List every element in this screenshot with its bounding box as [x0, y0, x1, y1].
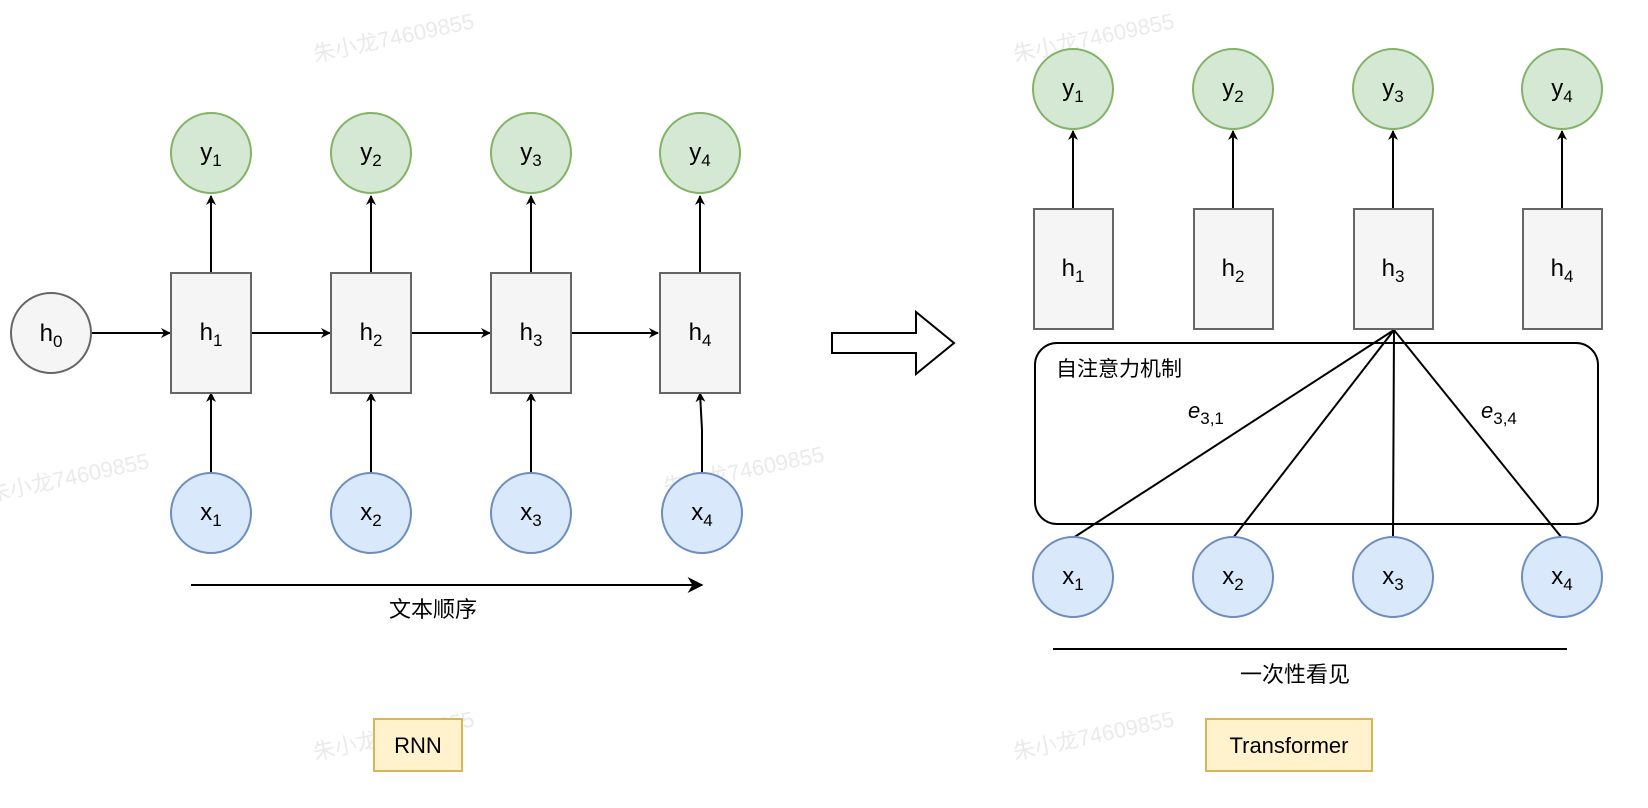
node-label: h3 [520, 319, 543, 350]
output-node-y4: y4 [1521, 48, 1603, 130]
hidden-node-h2: h2 [330, 272, 412, 394]
node-label: y3 [1382, 75, 1403, 106]
output-node-y3: y3 [1352, 48, 1434, 130]
node-label: h2 [360, 319, 383, 350]
input-node-x3: x3 [1352, 536, 1434, 618]
transformer-title: Transformer [1230, 733, 1349, 758]
hidden-node-h3: h3 [490, 272, 572, 394]
input-node-x4: x4 [1521, 536, 1603, 618]
node-label: x3 [1382, 563, 1403, 594]
node-label: h1 [1062, 255, 1085, 286]
rnn-initial-state-node: h0 [10, 292, 92, 374]
text-order-label: 文本顺序 [389, 597, 477, 622]
input-node-x4: x4 [661, 472, 743, 554]
transformer-panel: 自注意力机制 e3,1 e3,4 y1 y2 y3 y4 h1 h2 [1032, 48, 1603, 772]
node-label: x4 [691, 499, 712, 530]
node-label: h4 [689, 319, 712, 350]
rnn-panel: h0 y1 y2 y3 y4 h1 h2 h3 h4 x1 x2 x3 x4 文… [10, 112, 743, 772]
node-label: h4 [1551, 255, 1574, 286]
node-label: y3 [520, 139, 541, 170]
input-node-x2: x2 [330, 472, 412, 554]
hidden-node-h1: h1 [1033, 208, 1114, 330]
attention-edge [1392, 329, 1395, 539]
self-attention-box [1034, 342, 1599, 525]
edge-label-e34: e3,4 [1481, 398, 1517, 428]
hidden-node-h4: h4 [1522, 208, 1603, 330]
output-node-y1: y1 [170, 112, 252, 194]
output-node-y2: y2 [330, 112, 412, 194]
output-node-y3: y3 [490, 112, 572, 194]
node-label: y2 [360, 139, 381, 170]
hidden-node-h3: h3 [1353, 208, 1434, 330]
hidden-node-h4: h4 [659, 272, 741, 394]
node-label: x2 [1222, 563, 1243, 594]
node-label: y4 [689, 139, 710, 170]
attention-edge [1393, 329, 1563, 539]
node-label: h0 [40, 320, 63, 351]
transition-arrow-icon [831, 309, 956, 377]
node-label: x1 [200, 499, 221, 530]
self-attention-label: 自注意力机制 [1056, 358, 1182, 381]
input-node-x3: x3 [490, 472, 572, 554]
attention-edges [1072, 329, 1563, 539]
node-label: h1 [200, 319, 223, 350]
node-label: h2 [1222, 255, 1245, 286]
transformer-title-badge: Transformer [1205, 718, 1373, 772]
input-node-x1: x1 [170, 472, 252, 554]
attention-edge [1232, 329, 1395, 539]
rnn-input-nodes: x1 x2 x3 x4 [170, 472, 743, 554]
rnn-title-badge: RNN [373, 718, 463, 772]
watermark: 朱小龙74609855 [311, 8, 477, 67]
rnn-title: RNN [394, 733, 442, 758]
transformer-hidden-nodes: h1 h2 h3 h4 [1033, 208, 1603, 330]
transformer-input-nodes: x1 x2 x3 x4 [1032, 536, 1603, 618]
node-label: y2 [1222, 75, 1243, 106]
hidden-node-h1: h1 [170, 272, 252, 394]
rnn-hidden-nodes: h1 h2 h3 h4 [170, 272, 741, 394]
output-node-y4: y4 [659, 112, 741, 194]
edge-label-e31: e3,1 [1188, 398, 1224, 428]
rnn-arrows [92, 195, 706, 593]
node-label: h3 [1382, 255, 1405, 286]
output-node-y2: y2 [1192, 48, 1274, 130]
watermark: 朱小龙74609855 [1011, 706, 1177, 765]
node-label: y1 [200, 139, 221, 170]
node-label: y1 [1062, 75, 1083, 106]
input-node-x1: x1 [1032, 536, 1114, 618]
transformer-output-nodes: y1 y2 y3 y4 [1032, 48, 1603, 130]
watermark: 朱小龙74609855 [0, 448, 151, 507]
attention-edge [1072, 329, 1395, 539]
output-node-y1: y1 [1032, 48, 1114, 130]
all-at-once-label: 一次性看见 [1240, 662, 1350, 687]
node-label: x2 [360, 499, 381, 530]
node-label: x1 [1062, 563, 1083, 594]
node-label: x3 [520, 499, 541, 530]
node-label: x4 [1551, 563, 1572, 594]
hidden-node-h2: h2 [1193, 208, 1274, 330]
transformer-output-arrows [1068, 130, 1567, 208]
input-node-x2: x2 [1192, 536, 1274, 618]
input-arrow [695, 392, 706, 473]
node-label: y4 [1551, 75, 1572, 106]
rnn-output-nodes: y1 y2 y3 y4 [170, 112, 741, 194]
